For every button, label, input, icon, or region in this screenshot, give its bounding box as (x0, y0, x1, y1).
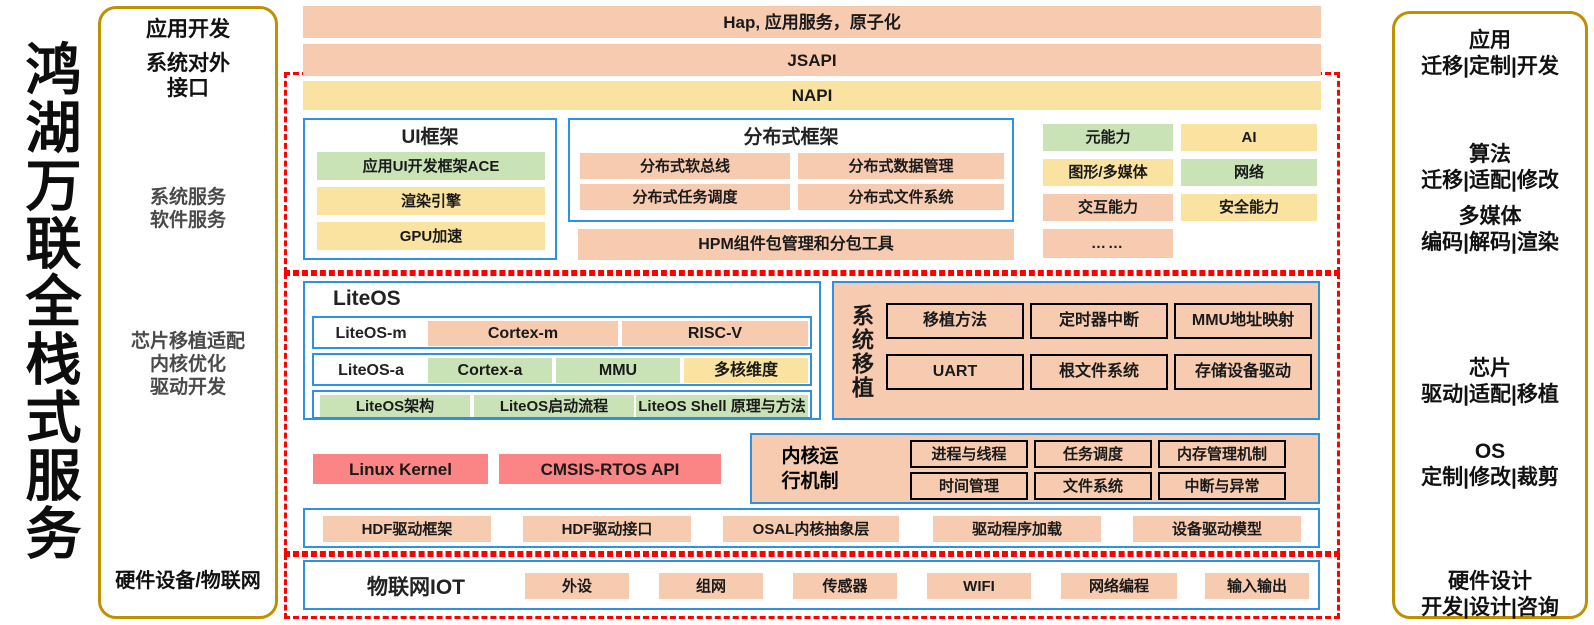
runtime-chip-filesystem: 文件系统 (1034, 472, 1152, 500)
iot-chip-wifi: WIFI (927, 573, 1031, 599)
runtime-chip-process-thread: 进程与线程 (910, 440, 1028, 468)
liteos-box: LiteOS LiteOS-m Cortex-m RISC-V LiteOS-a… (303, 281, 821, 420)
liteos-doc-shell: LiteOS Shell 原理与方法 (636, 395, 808, 417)
dist-chip-datamgmt: 分布式数据管理 (798, 153, 1004, 179)
hdf-chip-framework: HDF驱动框架 (323, 516, 491, 542)
kernel-runtime-box: 内核运 行机制 进程与线程 任务调度 内存管理机制 时间管理 文件系统 中断与异… (750, 433, 1320, 504)
iot-chip-io: 输入输出 (1205, 573, 1309, 599)
kernel-chip-cmsis: CMSIS-RTOS API (499, 454, 721, 484)
iot-title: 物联网IOT (367, 576, 465, 599)
cap-chip-security: 安全能力 (1181, 194, 1317, 221)
left-item-3: 芯片移植适配 内核优化 驱动开发 (130, 331, 245, 398)
ui-chip-render: 渲染引擎 (317, 187, 545, 215)
runtime-chip-memory-mgmt: 内存管理机制 (1158, 440, 1286, 468)
kernel-runtime-title: 内核运 行机制 (781, 446, 839, 492)
dist-chip-taskscheduling: 分布式任务调度 (580, 184, 790, 210)
right-item-2: 多媒体 编码|解码|渲染 (1421, 205, 1559, 255)
jsapi-bar: JSAPI (303, 44, 1321, 76)
cap-chip-graphics: 图形/多媒体 (1043, 159, 1173, 186)
page-title: 鸿湖万联全栈式服务能力 (18, 40, 81, 562)
porting-chip-mmu-mapping: MMU地址映射 (1174, 303, 1312, 339)
dist-chip-softbus: 分布式软总线 (580, 153, 790, 179)
liteos-m-chip-riscv: RISC-V (622, 321, 808, 346)
system-porting-box: 系统移植 移植方法 定时器中断 MMU地址映射 UART 根文件系统 存储设备驱… (832, 281, 1320, 420)
liteos-m-row: LiteOS-m Cortex-m RISC-V (312, 316, 812, 349)
hdf-row-box: HDF驱动框架 HDF驱动接口 OSAL内核抽象层 驱动程序加载 设备驱动模型 (303, 508, 1320, 548)
liteos-a-chip-cortexa: Cortex-a (428, 358, 552, 383)
runtime-chip-task-scheduling: 任务调度 (1034, 440, 1152, 468)
porting-chip-timer-interrupt: 定时器中断 (1030, 303, 1168, 339)
cap-chip-meta: 元能力 (1043, 124, 1173, 151)
kernel-chip-linux: Linux Kernel (313, 454, 488, 484)
liteos-m-label: LiteOS-m (335, 324, 407, 342)
runtime-chip-time-mgmt: 时间管理 (910, 472, 1028, 500)
right-item-5: 硬件设计 开发|设计|咨询 (1421, 570, 1559, 620)
iot-chip-peripheral: 外设 (525, 573, 629, 599)
dashed-region-iot (284, 554, 1340, 619)
liteos-a-row: LiteOS-a Cortex-a MMU 多核维度 (312, 353, 812, 386)
napi-bar: NAPI (303, 81, 1321, 110)
porting-chip-storage-driver: 存储设备驱动 (1174, 354, 1312, 390)
left-item-2: 系统服务 软件服务 (149, 187, 226, 231)
right-service-column: 应用 迁移|定制|开发 算法 迁移|适配|修改 多媒体 编码|解码|渲染 芯片 … (1392, 11, 1588, 619)
left-item-1: 系统对外 接口 (146, 52, 230, 101)
left-item-0: 应用开发 (146, 18, 230, 41)
iot-chip-networking: 组网 (659, 573, 763, 599)
porting-chip-method: 移植方法 (886, 303, 1024, 339)
cap-chip-ellipsis: …… (1043, 229, 1173, 258)
left-item-4: 硬件设备/物联网 (115, 570, 261, 592)
liteos-docs-row: LiteOS架构 LiteOS启动流程 LiteOS Shell 原理与方法 (312, 390, 812, 419)
iot-chip-network-programming: 网络编程 (1061, 573, 1177, 599)
hdf-chip-interface: HDF驱动接口 (523, 516, 691, 542)
hdf-chip-driver-load: 驱动程序加载 (933, 516, 1101, 542)
right-item-0: 应用 迁移|定制|开发 (1421, 29, 1559, 79)
distributed-framework-box: 分布式框架 分布式软总线 分布式数据管理 分布式任务调度 分布式文件系统 (568, 118, 1014, 222)
hpm-bar: HPM组件包管理和分包工具 (578, 229, 1014, 260)
liteos-title: LiteOS (333, 287, 401, 310)
hdf-chip-osal: OSAL内核抽象层 (723, 516, 899, 542)
distributed-framework-title: 分布式框架 (743, 126, 839, 148)
liteos-doc-arch: LiteOS架构 (320, 395, 470, 417)
cap-chip-ai: AI (1181, 124, 1317, 151)
cap-chip-network: 网络 (1181, 159, 1317, 186)
ui-framework-box: UI框架 应用UI开发框架ACE 渲染引擎 GPU加速 (303, 118, 557, 260)
porting-chip-rootfs: 根文件系统 (1030, 354, 1168, 390)
liteos-a-chip-multicore: 多核维度 (684, 358, 808, 383)
liteos-doc-boot: LiteOS启动流程 (474, 395, 634, 417)
cap-chip-interaction: 交互能力 (1043, 194, 1173, 221)
hdf-chip-device-model: 设备驱动模型 (1133, 516, 1301, 542)
porting-chip-uart: UART (886, 354, 1024, 390)
hap-bar: Hap, 应用服务，原子化 (303, 6, 1321, 38)
ui-framework-title: UI框架 (401, 126, 459, 148)
iot-chip-sensor: 传感器 (793, 573, 897, 599)
left-stage-column: 应用开发 系统对外 接口 系统服务 软件服务 芯片移植适配 内核优化 驱动开发 … (98, 6, 278, 619)
runtime-chip-interrupt-exception: 中断与异常 (1158, 472, 1286, 500)
ui-chip-gpu: GPU加速 (317, 222, 545, 250)
right-item-3: 芯片 驱动|适配|移植 (1421, 357, 1559, 407)
right-item-4: OS 定制|修改|裁剪 (1421, 440, 1559, 490)
iot-row-box: 物联网IOT 外设 组网 传感器 WIFI 网络编程 输入输出 (303, 560, 1320, 610)
system-porting-title: 系统移植 (849, 304, 874, 400)
dist-chip-filesystem: 分布式文件系统 (798, 184, 1004, 210)
ui-chip-ace: 应用UI开发框架ACE (317, 152, 545, 180)
liteos-a-label: LiteOS-a (338, 361, 404, 379)
right-item-1: 算法 迁移|适配|修改 (1421, 143, 1559, 193)
liteos-m-chip-cortexm: Cortex-m (428, 321, 618, 346)
liteos-a-chip-mmu: MMU (556, 358, 680, 383)
dashed-region-kernel (284, 273, 1340, 554)
